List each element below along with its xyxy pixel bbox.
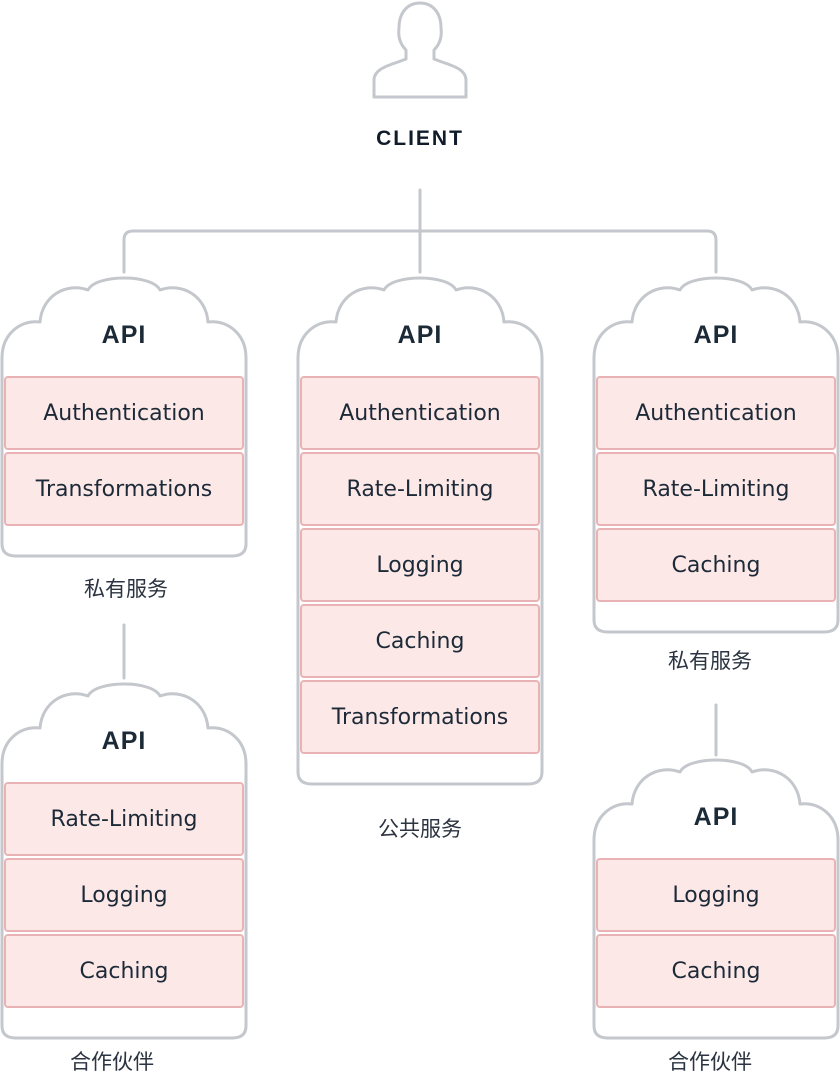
api-label-private-right: API xyxy=(693,321,739,349)
plugin-authentication: Authentication xyxy=(300,376,540,450)
plugin-logging: Logging xyxy=(596,858,836,932)
plugin-caching: Caching xyxy=(4,934,244,1008)
caption-public: 公共服务 xyxy=(378,817,462,841)
client-label: CLIENT xyxy=(376,127,464,150)
plugin-rate-limiting: Rate-Limiting xyxy=(596,452,836,526)
connector-branch xyxy=(122,229,718,274)
plugin-transformations: Transformations xyxy=(300,680,540,754)
plugin-rate-limiting: Rate-Limiting xyxy=(4,782,244,856)
api-label-partner-left: API xyxy=(101,727,147,755)
caption-private-right: 私有服务 xyxy=(668,649,752,673)
api-label-private-left: API xyxy=(101,321,147,349)
api-label-partner-right: API xyxy=(693,803,739,831)
api-label-public: API xyxy=(397,321,443,349)
plugin-caching: Caching xyxy=(596,934,836,1008)
plugin-logging: Logging xyxy=(300,528,540,602)
plugin-authentication: Authentication xyxy=(4,376,244,450)
user-icon xyxy=(372,1,468,99)
caption-partner-left: 合作伙伴 xyxy=(70,1050,154,1074)
plugin-logging: Logging xyxy=(4,858,244,932)
plugin-authentication: Authentication xyxy=(596,376,836,450)
plugin-rate-limiting: Rate-Limiting xyxy=(300,452,540,526)
plugin-transformations: Transformations xyxy=(4,452,244,526)
caption-partner-right: 合作伙伴 xyxy=(668,1050,752,1074)
plugin-caching: Caching xyxy=(300,604,540,678)
plugin-caching: Caching xyxy=(596,528,836,602)
caption-private-left: 私有服务 xyxy=(84,577,168,601)
